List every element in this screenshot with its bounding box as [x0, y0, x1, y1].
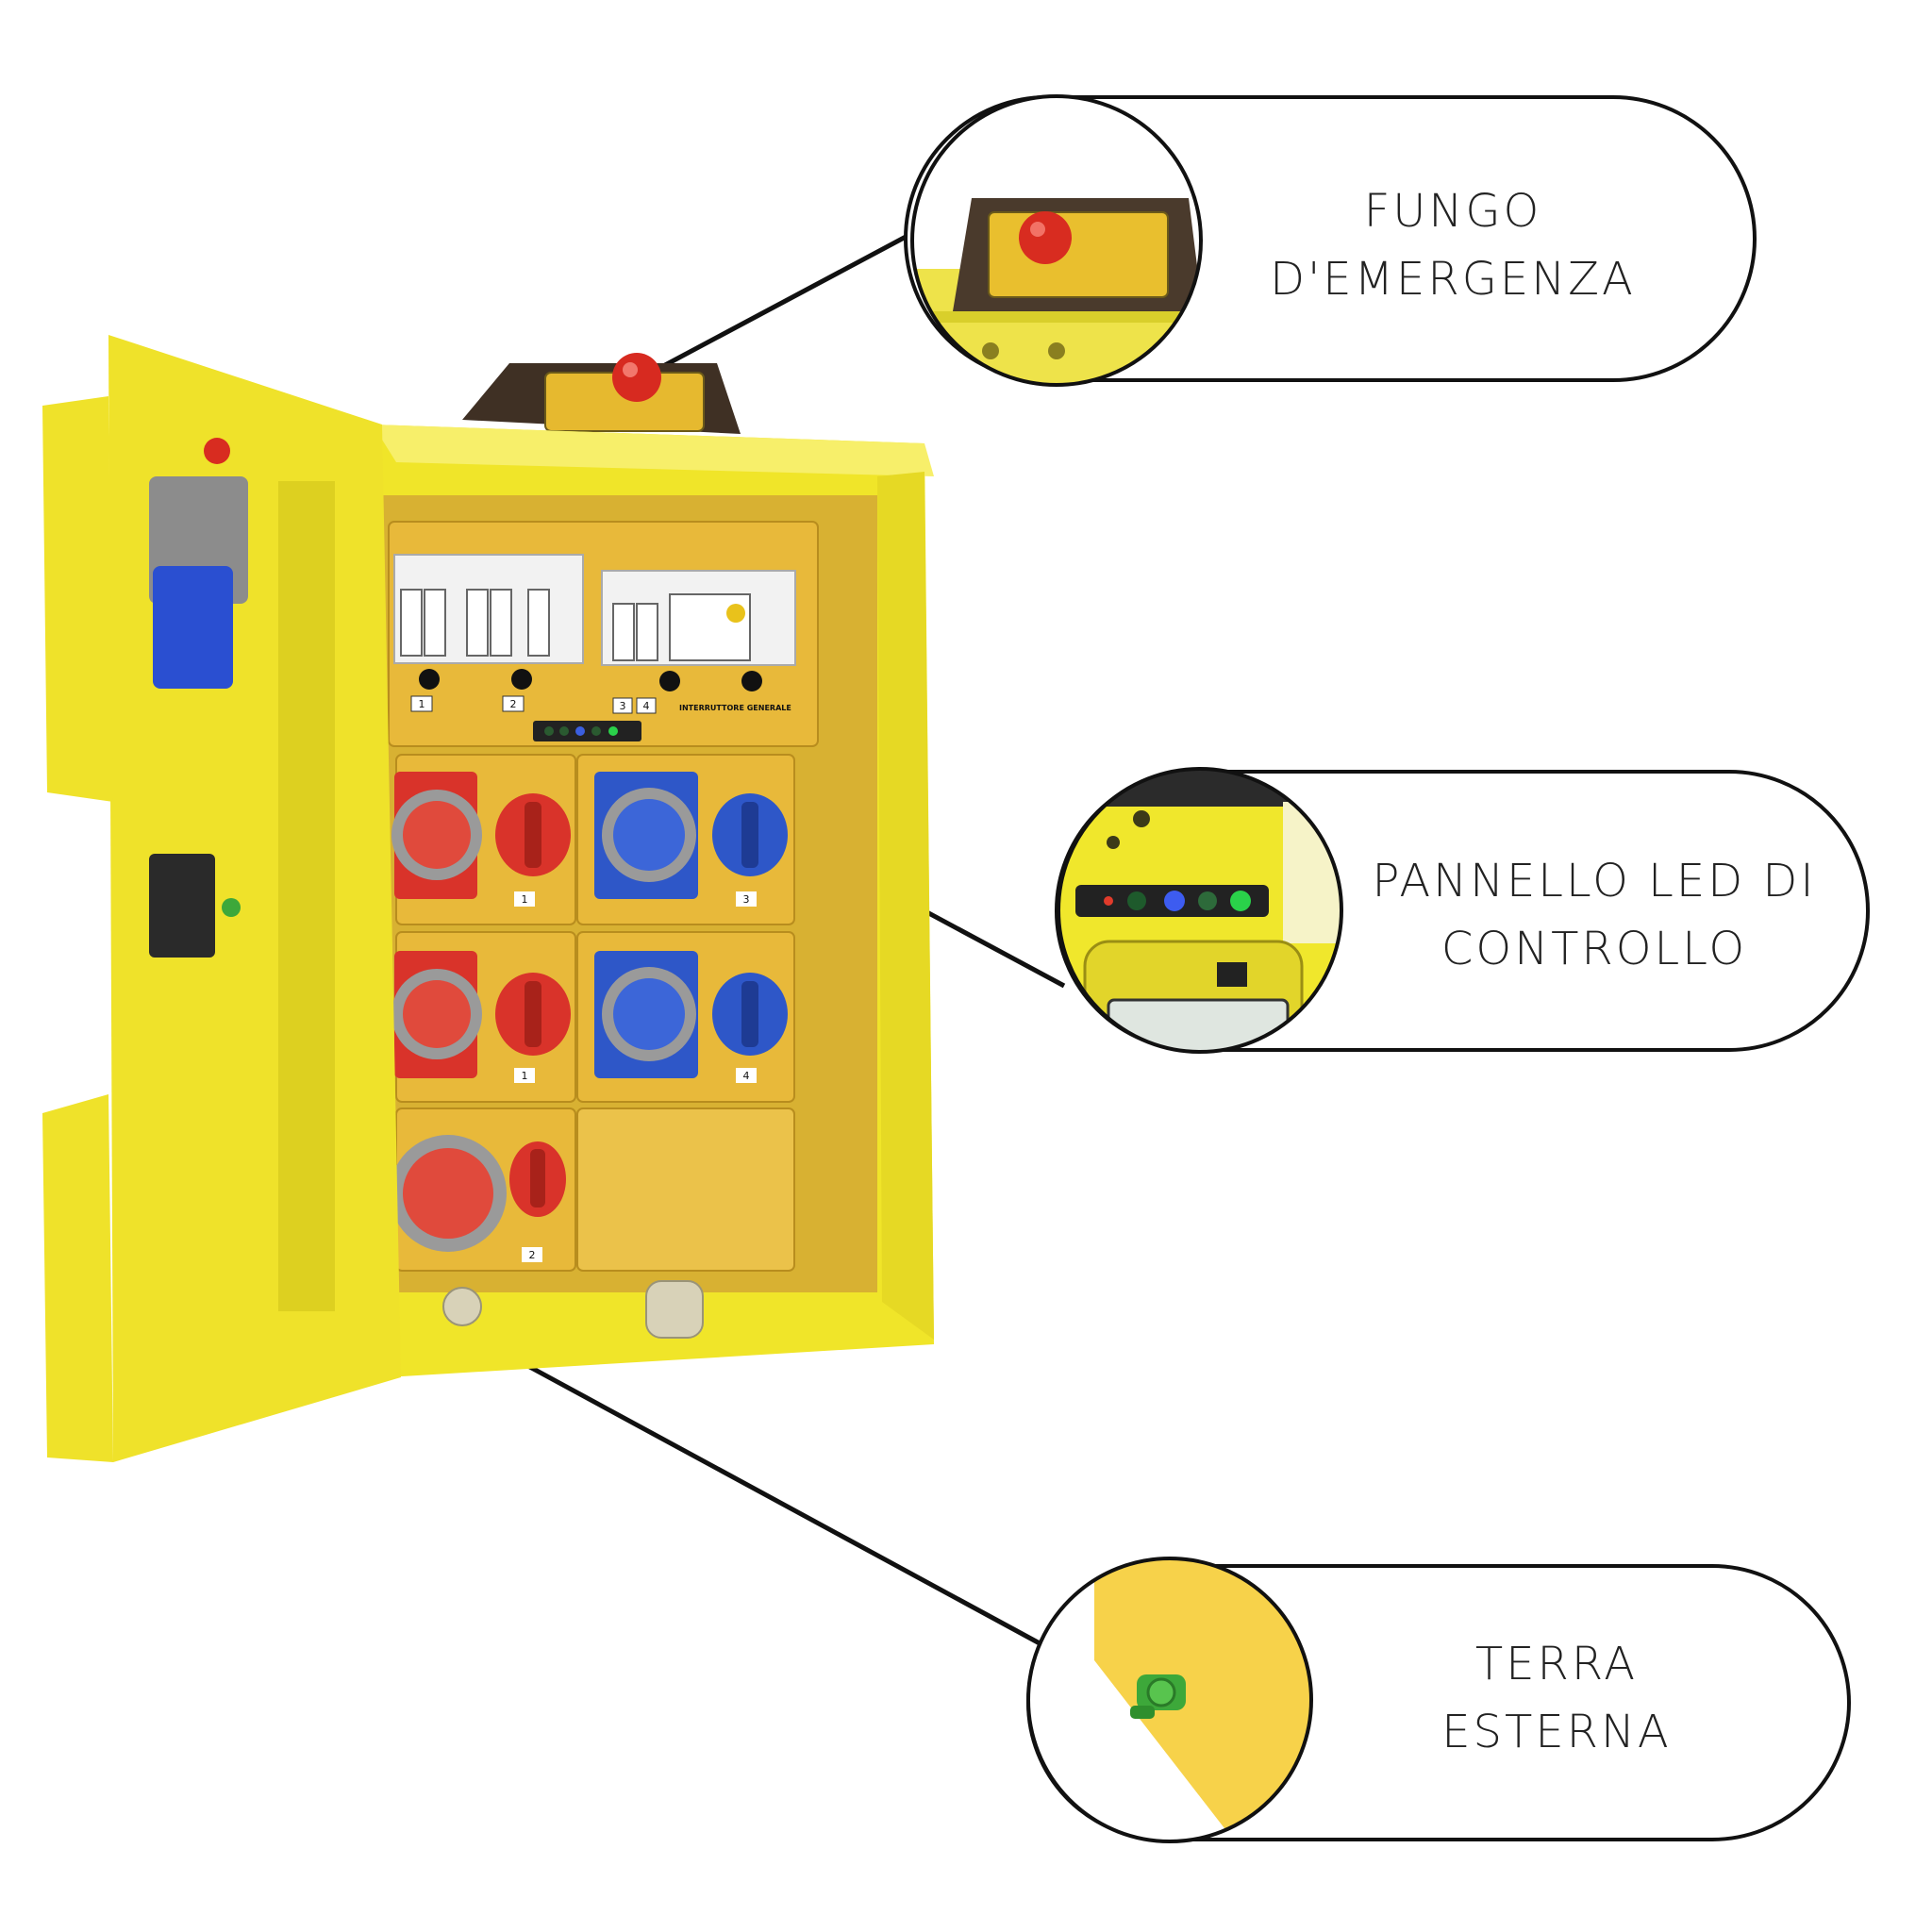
callout-text-terra: TERRA ESTERNA — [1321, 1623, 1792, 1774]
earth-terminal — [1130, 1674, 1186, 1719]
label-breaker-2: 2 — [510, 698, 517, 710]
callout-led-line1: PANNELLO LED DI — [1372, 855, 1817, 908]
callout-text-led: PANNELLO LED DI CONTROLLO — [1340, 840, 1849, 991]
led-blue — [1164, 891, 1185, 911]
callout-text-fungo: FUNGO D'EMERGENZA — [1189, 170, 1717, 321]
blue-socket-2 — [594, 951, 788, 1078]
mushroom-button — [1019, 211, 1072, 264]
label-breaker-3: 3 — [620, 700, 626, 712]
label-interruttore: INTERRUTTORE GENERALE — [679, 704, 791, 712]
led-strip — [533, 721, 641, 741]
label-socket-3: 3 — [743, 893, 750, 906]
led-green-3 — [1230, 891, 1251, 911]
line-fungo — [649, 233, 909, 375]
line-terra — [434, 1313, 1041, 1646]
label-socket-4: 4 — [743, 1070, 750, 1082]
label-breaker-4: 4 — [643, 700, 650, 712]
label-breaker-1: 1 — [419, 698, 425, 710]
zoom-emergency-button — [912, 96, 1201, 385]
callout-terra-line2: ESTERNA — [1441, 1706, 1672, 1758]
red-socket-2 — [391, 951, 571, 1078]
led-red — [1104, 896, 1113, 906]
callout-fungo-line1: FUNGO — [1363, 185, 1542, 238]
led-green-2 — [1198, 891, 1217, 910]
label-socket-2: 2 — [529, 1249, 536, 1261]
enclosure: 1 2 3 4 INTERRUTTORE GENERALE — [42, 335, 934, 1462]
red-socket-3 — [390, 1135, 566, 1252]
label-socket-1b: 1 — [522, 1070, 528, 1082]
callout-fungo-line2: D'EMERGENZA — [1270, 253, 1636, 306]
emergency-mushroom — [612, 353, 661, 402]
zoom-external-earth — [1028, 1558, 1311, 1841]
label-socket-1a: 1 — [522, 893, 528, 906]
callout-led-line2: CONTROLLO — [1441, 923, 1748, 975]
red-socket-1 — [391, 772, 571, 899]
breakers — [400, 589, 751, 661]
blue-socket-1 — [594, 772, 788, 899]
callout-terra-line1: TERRA — [1474, 1638, 1639, 1690]
led-green-1 — [1127, 891, 1146, 910]
